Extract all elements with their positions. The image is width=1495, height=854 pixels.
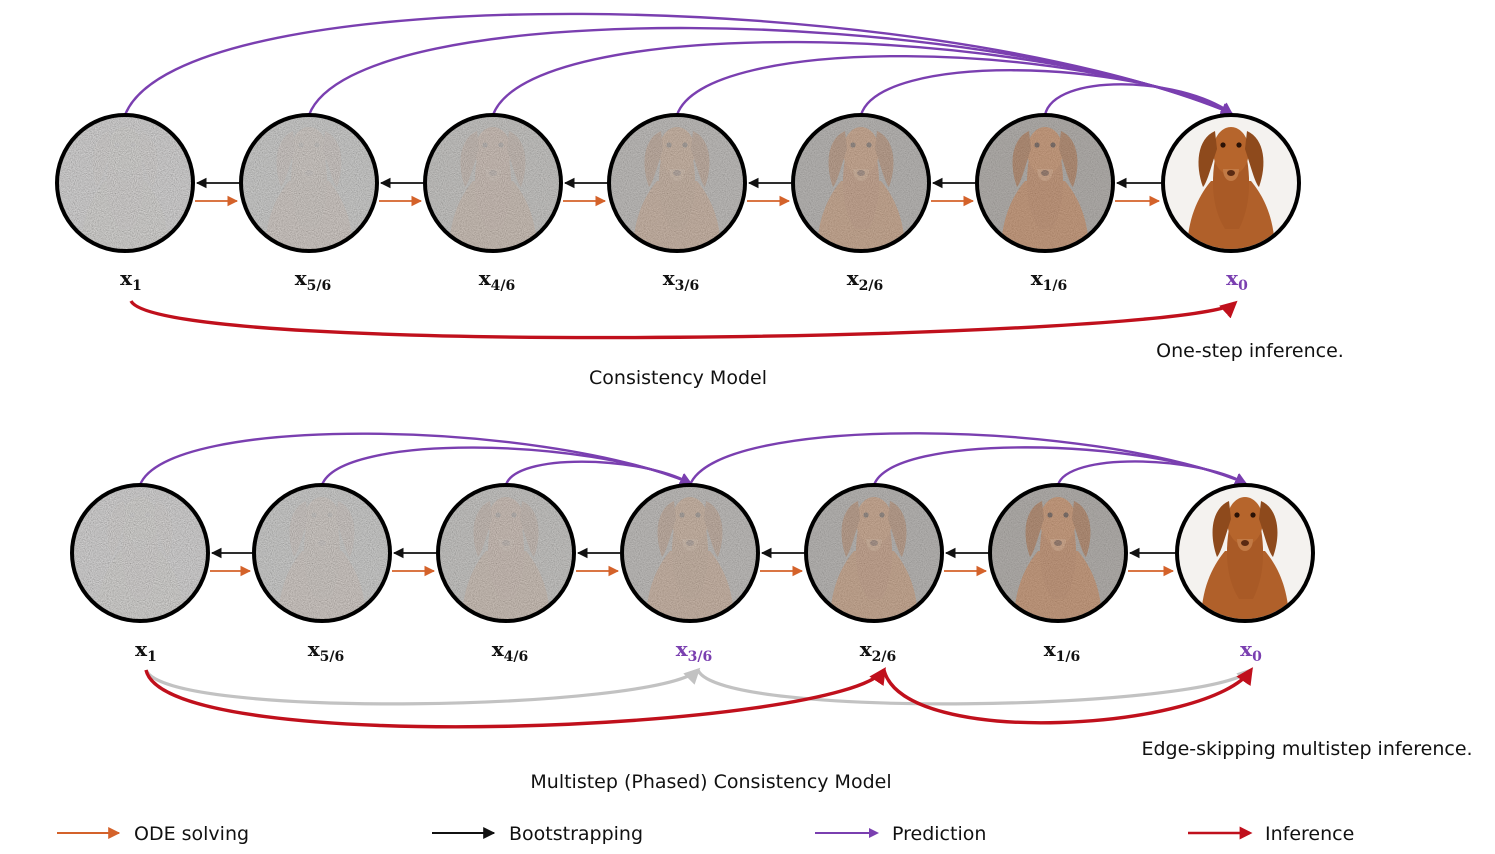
node-circle [975, 113, 1115, 253]
node-label: x2/6 [847, 266, 884, 294]
legend-item-prediction: Prediction [815, 823, 986, 845]
node-image [252, 483, 392, 623]
node-circle [1175, 483, 1315, 623]
node-label: x5/6 [295, 266, 332, 294]
node-circle [239, 113, 379, 253]
node-circle [1161, 113, 1301, 253]
node-label-base: x [860, 637, 873, 661]
node-label: x1/6 [1031, 266, 1068, 294]
node-image [423, 113, 563, 253]
prediction-arc [1056, 460, 1248, 486]
legend-label: Prediction [892, 823, 986, 845]
node-label-sub: 1 [147, 649, 157, 665]
node-label: x3/6 [676, 637, 713, 665]
node-label-base: x [1044, 637, 1057, 661]
node-label-sub: 0 [1238, 278, 1248, 294]
node-label-sub: 0 [1252, 649, 1262, 665]
prediction-arc [859, 69, 1234, 116]
node-image [436, 483, 576, 623]
node-circle [423, 113, 563, 253]
node-circle [55, 113, 195, 253]
legend-item-ode: ODE solving [57, 823, 249, 845]
node-label-sub: 4/6 [491, 278, 516, 294]
node-label-base: x [295, 266, 308, 290]
node-label-base: x [663, 266, 676, 290]
node-image [607, 113, 747, 253]
node-label-base: x [135, 637, 148, 661]
node-label-sub: 2/6 [872, 649, 897, 665]
node-label-base: x [492, 637, 505, 661]
legend-item-bootstrap: Bootstrapping [432, 823, 643, 845]
node-circle [620, 483, 760, 623]
node-image [239, 113, 379, 253]
node-label-base: x [120, 266, 133, 290]
skipped-arc [144, 667, 701, 706]
legend-label: Bootstrapping [509, 823, 643, 845]
node-label: x0 [1226, 266, 1248, 294]
node-label: x4/6 [492, 637, 529, 665]
node-image [1161, 113, 1301, 253]
bottom-note: Edge-skipping multistep inference. [1141, 738, 1472, 760]
prediction-arc [1043, 83, 1233, 116]
node-label-sub: 3/6 [688, 649, 713, 665]
inference-arc [882, 667, 1253, 725]
node-image [55, 113, 195, 253]
node-label: x1 [135, 637, 157, 665]
legend: ODE solving Bootstrapping Prediction Infere… [57, 823, 1354, 845]
node-label: x4/6 [479, 266, 516, 294]
node-label-base: x [1240, 637, 1253, 661]
legend-label: Inference [1265, 823, 1354, 845]
legend-item-inference: Inference [1188, 823, 1354, 845]
node-label-sub: 2/6 [859, 278, 884, 294]
node-label-base: x [847, 266, 860, 290]
node-label: x0 [1240, 637, 1262, 665]
node-label-sub: 1/6 [1056, 649, 1081, 665]
node-circle [252, 483, 392, 623]
node-circle [436, 483, 576, 623]
node-label: x3/6 [663, 266, 700, 294]
inference-arc [144, 667, 886, 729]
node-label-base: x [1226, 266, 1239, 290]
node-label: x2/6 [860, 637, 897, 665]
node-image [70, 483, 210, 623]
node-circle [607, 113, 747, 253]
legend-label: ODE solving [134, 823, 249, 845]
node-circle [988, 483, 1128, 623]
node-label-sub: 3/6 [675, 278, 700, 294]
prediction-arc [504, 460, 693, 486]
node-image [1175, 483, 1315, 623]
node-label-base: x [479, 266, 492, 290]
top-title: Consistency Model [589, 367, 767, 389]
top-note: One-step inference. [1156, 340, 1344, 362]
node-label: x1/6 [1044, 637, 1081, 665]
node-label-sub: 1 [132, 278, 142, 294]
node-label-sub: 4/6 [504, 649, 529, 665]
node-image [804, 483, 944, 623]
node-label-base: x [308, 637, 321, 661]
node-circle [791, 113, 931, 253]
node-circle [804, 483, 944, 623]
node-label-sub: 5/6 [320, 649, 345, 665]
inference-arc [129, 299, 1238, 340]
node-image [620, 483, 760, 623]
node-circle [70, 483, 210, 623]
node-label: x1 [120, 266, 142, 294]
node-label: x5/6 [308, 637, 345, 665]
node-label-base: x [676, 637, 689, 661]
node-image [975, 113, 1115, 253]
bottom-title: Multistep (Phased) Consistency Model [530, 771, 891, 793]
node-image [988, 483, 1128, 623]
node-image [791, 113, 931, 253]
node-label-base: x [1031, 266, 1044, 290]
node-label-sub: 5/6 [307, 278, 332, 294]
node-label-sub: 1/6 [1043, 278, 1068, 294]
skipped-arc [696, 667, 1254, 706]
